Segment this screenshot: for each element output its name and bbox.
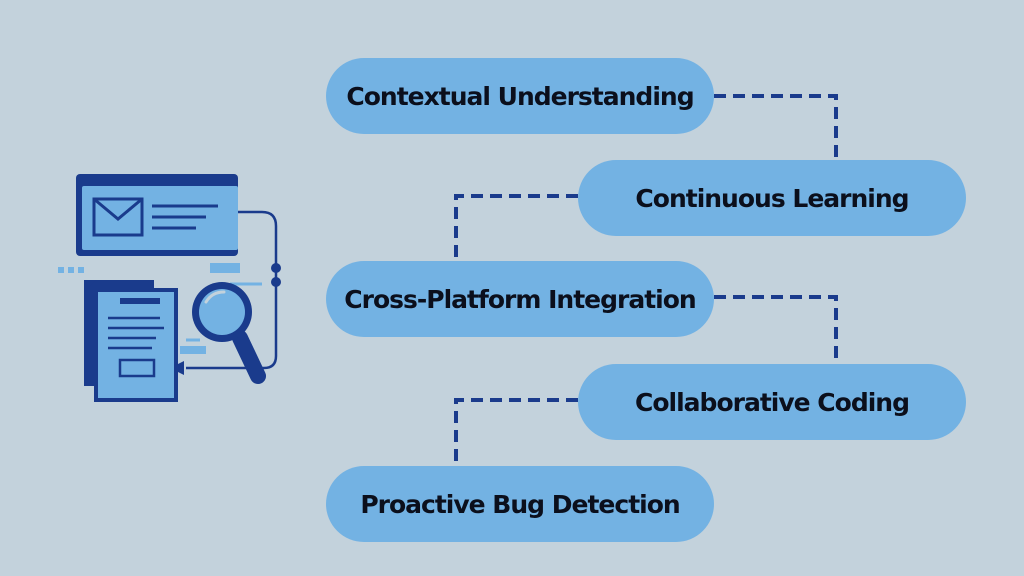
magnifier-icon (192, 282, 266, 384)
node-label: Proactive Bug Detection (360, 489, 680, 519)
link-dot-top (271, 263, 281, 273)
node-label: Contextual Understanding (346, 81, 694, 111)
connector-1-2 (714, 94, 838, 160)
node-label: Continuous Learning (635, 183, 909, 213)
node-proactive-bug-detection: Proactive Bug Detection (326, 466, 714, 542)
decor-tag (210, 263, 262, 286)
link-dot-bottom (271, 277, 281, 287)
email-text-lines (152, 204, 218, 230)
magnifier-text-lines (180, 338, 206, 354)
document-icon (84, 280, 178, 402)
connector-4-5 (454, 398, 578, 466)
node-contextual-understanding: Contextual Understanding (326, 58, 714, 134)
connectors (454, 94, 838, 466)
email-card (76, 174, 238, 256)
node-collaborative-coding: Collaborative Coding (578, 364, 966, 440)
illustration (58, 174, 281, 402)
email-icon (92, 197, 144, 237)
connector-2-3 (454, 194, 578, 262)
illustration-link (186, 210, 278, 370)
node-cross-platform-integration: Cross-Platform Integration (326, 261, 714, 337)
node-label: Cross-Platform Integration (344, 284, 696, 314)
decor-dots (58, 267, 84, 273)
node-continuous-learning: Continuous Learning (578, 160, 966, 236)
connector-3-4 (714, 295, 838, 364)
node-label: Collaborative Coding (635, 387, 910, 417)
